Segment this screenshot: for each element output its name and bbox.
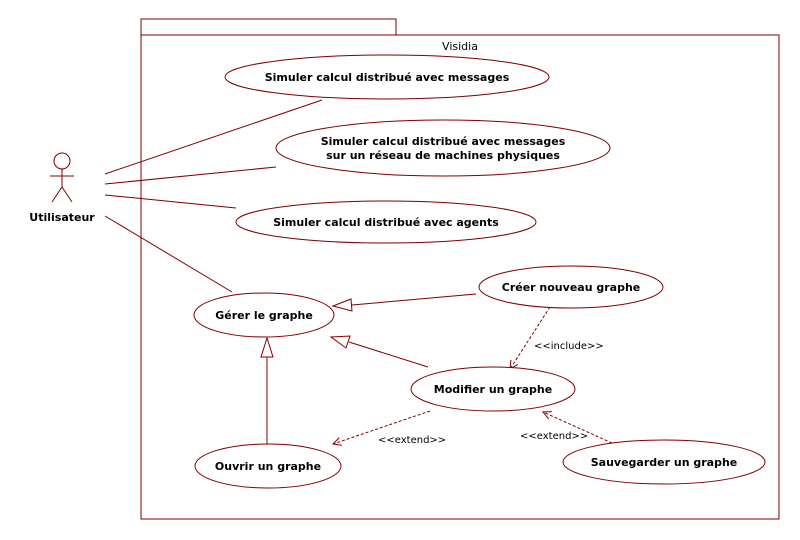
generalization-create-head (331, 298, 353, 312)
use-case-save-graph-shape (562, 439, 766, 485)
extend-save-dependency (543, 412, 613, 444)
use-case-sim-physical-label-line2: sur un réseau de machines physiques (326, 149, 560, 162)
generalization-open-head (260, 336, 274, 358)
use-case-sim-messages[interactable]: Simuler calcul distribué avec messages (224, 54, 550, 100)
generalizations (260, 293, 477, 445)
actor-right-leg (61, 186, 73, 203)
extend-save-label: <<extend>> (520, 431, 588, 442)
use-case-create-graph-label: Créer nouveau graphe (502, 281, 641, 294)
include-dependency (510, 306, 551, 369)
actor-utilisateur[interactable]: Utilisateur (29, 152, 95, 224)
use-case-open-graph-shape (194, 443, 342, 489)
use-case-create-graph-shape (478, 265, 664, 309)
use-case-sim-physical-label-line1: Simuler calcul distribué avec messages (321, 135, 566, 148)
use-case-open-graph-label: Ouvrir un graphe (215, 460, 321, 473)
use-case-open-graph[interactable]: Ouvrir un graphe (194, 443, 342, 489)
use-case-manage-graph-shape (193, 292, 335, 338)
association-manage-graph (104, 215, 233, 293)
package-tab (140, 18, 397, 36)
use-case-sim-messages-label: Simuler calcul distribué avec messages (265, 71, 510, 84)
use-case-create-graph[interactable]: Créer nouveau graphe (478, 265, 664, 309)
use-case-sim-physical[interactable]: Simuler calcul distribué avec messages s… (275, 119, 611, 177)
generalization-modify-head (329, 335, 351, 349)
actor-left-leg (51, 186, 63, 203)
generalization-create-line (351, 293, 477, 306)
dependencies: <<include>> <<extend>> <<extend>> (333, 306, 613, 446)
use-case-modify-graph-label: Modifier un graphe (434, 383, 552, 396)
actor-label: Utilisateur (29, 211, 95, 224)
use-case-manage-graph-label: Gérer le graphe (215, 309, 313, 322)
association-sim-messages (104, 99, 323, 175)
association-sim-agents (104, 194, 237, 209)
generalization-modify-line (348, 341, 429, 368)
use-case-sim-agents-shape (235, 200, 537, 244)
use-case-modify-graph-shape (410, 366, 576, 412)
include-label: <<include>> (534, 341, 604, 352)
use-case-manage-graph[interactable]: Gérer le graphe (193, 292, 335, 338)
package-title: Visidia (442, 40, 478, 53)
use-case-modify-graph[interactable]: Modifier un graphe (410, 366, 576, 412)
use-case-save-graph[interactable]: Sauvegarder un graphe (562, 439, 766, 485)
use-case-save-graph-label: Sauvegarder un graphe (591, 456, 738, 469)
use-case-sim-physical-shape (275, 119, 611, 177)
association-sim-physical (104, 166, 277, 185)
extend-open-dependency (333, 410, 431, 444)
use-case-sim-agents-label: Simuler calcul distribué avec agents (273, 216, 499, 229)
package-visidia: Visidia (140, 18, 780, 520)
package-body (140, 34, 780, 520)
extend-open-label: <<extend>> (378, 435, 446, 446)
actor-head (53, 152, 71, 170)
associations (104, 99, 323, 293)
use-case-sim-messages-shape (224, 54, 550, 100)
use-case-sim-agents[interactable]: Simuler calcul distribué avec agents (235, 200, 537, 244)
